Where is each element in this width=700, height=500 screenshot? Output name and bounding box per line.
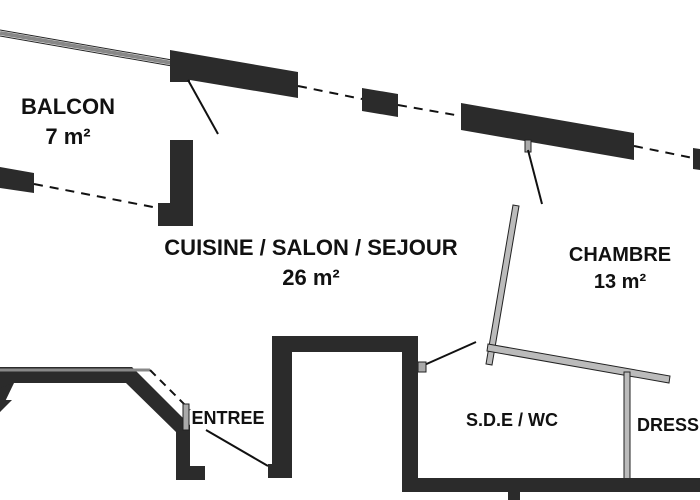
balcony-walls: [0, 79, 219, 226]
door-post: [417, 361, 427, 373]
door-swing-line: [187, 79, 219, 135]
facade-thin-segment-outline: [0, 35, 173, 67]
partition-wall: [486, 343, 671, 384]
window-opening: [297, 85, 363, 100]
window-opening: [633, 145, 694, 159]
facade-top: [0, 29, 700, 170]
balcony-railing: [33, 183, 159, 209]
dressing-wall: [623, 371, 631, 481]
room-label-cuisine-salon-sejour: CUISINE / SALON / SEJOUR: [164, 235, 457, 260]
lower-walls: [0, 336, 700, 500]
room-area-balcon: 7 m²: [45, 124, 90, 149]
window-opening: [397, 104, 462, 117]
balcony-column: [158, 140, 193, 226]
room-labels: BALCON 7 m² CUISINE / SALON / SEJOUR 26 …: [21, 94, 699, 435]
room-label-chambre: CHAMBRE: [569, 244, 671, 266]
room-area-chambre: 13 m²: [594, 271, 647, 293]
facade-wall-segment: [461, 103, 634, 160]
facade-wall-segment: [362, 88, 398, 117]
door-swing-line: [205, 429, 269, 467]
room-label-entree: ENTREE: [191, 408, 264, 428]
room-label-dressing: DRESS: [637, 415, 699, 435]
left-structure-wall: [0, 367, 205, 480]
room-label-sde-wc: S.D.E / WC: [466, 410, 558, 430]
door-swing-line: [421, 341, 477, 367]
balcony-wall-left: [0, 167, 34, 193]
facade-wall-segment: [170, 50, 298, 98]
facade-thin-segment: [0, 31, 173, 65]
left-structure-wall: [0, 383, 14, 412]
partition-wall: [485, 204, 520, 366]
dashed-opening: [149, 369, 191, 411]
bedroom-partition: [417, 139, 671, 481]
facade-thin-segment-outline: [0, 29, 173, 61]
room-area-cuisine-salon-sejour: 26 m²: [282, 265, 339, 290]
door-post: [182, 403, 190, 431]
door-swing-line: [527, 149, 543, 205]
room-label-balcon: BALCON: [21, 94, 115, 119]
wall-stub: [508, 490, 520, 500]
facade-wall-segment: [693, 148, 700, 170]
central-wall: [268, 336, 700, 492]
